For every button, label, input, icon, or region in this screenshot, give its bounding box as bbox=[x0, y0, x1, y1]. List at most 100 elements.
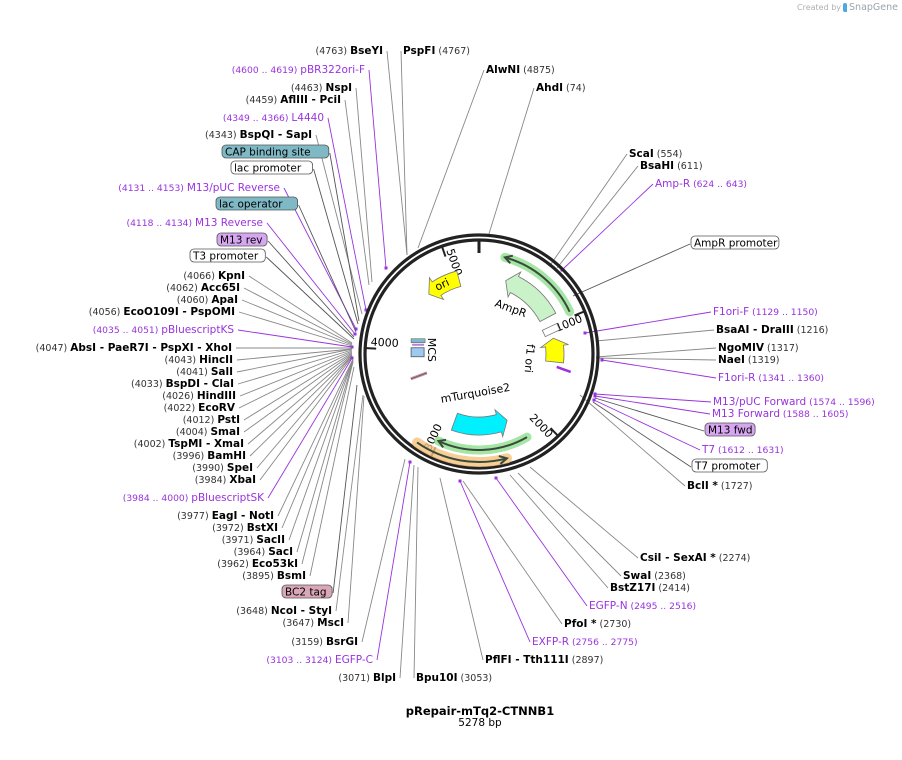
svg-text:BstZ17I (2414): BstZ17I (2414) bbox=[610, 582, 690, 594]
enzyme-site-bamhi[interactable]: (3996) BamHI bbox=[173, 450, 246, 462]
leader-line bbox=[413, 466, 419, 679]
primer-pbr322ori-f[interactable]: (4600 .. 4619) pBR322ori-F bbox=[232, 64, 365, 76]
enzyme-site-bspqi[interactable]: (4343) BspQI - SapI bbox=[205, 129, 312, 141]
enzyme-site-scai[interactable]: ScaI (554) bbox=[629, 148, 682, 160]
enzyme-site-bseyi[interactable]: (4763) BseYI bbox=[316, 45, 384, 57]
svg-text:(4026) HindIII: (4026) HindIII bbox=[162, 390, 236, 402]
enzyme-site-naei[interactable]: NaeI (1319) bbox=[718, 354, 780, 366]
primer-pbluescriptsk[interactable]: (3984 .. 4000) pBluescriptSK bbox=[123, 492, 265, 504]
feature-ampr-orf[interactable] bbox=[500, 252, 575, 317]
enzyme-site-ecorv[interactable]: (4022) EcoRV bbox=[164, 402, 236, 414]
feature-mturquoise2[interactable]: mTurquoise2 bbox=[440, 381, 512, 439]
leader-line bbox=[237, 349, 353, 385]
feature-ctnnb1-orf[interactable] bbox=[412, 437, 512, 467]
primer-exfp-r[interactable]: EXFP-R (2756 .. 2775) bbox=[532, 636, 638, 648]
enzyme-site-swai[interactable]: SwaI (2368) bbox=[623, 570, 686, 582]
feature-tag-m13-rev[interactable]: M13 rev bbox=[216, 232, 268, 247]
feature-tag-m13-fwd[interactable]: M13 fwd bbox=[704, 422, 756, 437]
feature-tag-lac-promoter[interactable]: lac promoter bbox=[230, 160, 313, 175]
enzyme-site-ncoi[interactable]: (3648) NcoI - StyI bbox=[236, 605, 332, 617]
leader-line bbox=[386, 50, 408, 256]
feature-mtq2-orf[interactable] bbox=[433, 432, 532, 455]
enzyme-site-hincii[interactable]: (4043) HincII bbox=[164, 354, 233, 366]
leader-line bbox=[256, 355, 353, 469]
enzyme-site-bcli-[interactable]: BclI * (1727) bbox=[687, 480, 753, 492]
enzyme-site-smai[interactable]: (4004) SmaI bbox=[176, 426, 240, 438]
enzyme-site-eagi[interactable]: (3977) EagI - NotI bbox=[177, 510, 274, 522]
primer-t7[interactable]: T7 (1612 .. 1631) bbox=[701, 444, 784, 456]
svg-text:AhdI (74): AhdI (74) bbox=[536, 82, 586, 94]
enzyme-site-msci[interactable]: (3647) MscI bbox=[283, 617, 344, 629]
feature-mcs[interactable]: MCS bbox=[410, 338, 438, 381]
leader-line bbox=[439, 477, 484, 661]
primer-egfp-n[interactable]: EGFP-N (2495 .. 2516) bbox=[589, 600, 696, 612]
enzyme-site-eco53ki[interactable]: (3962) Eco53kI bbox=[217, 558, 298, 570]
leader-line bbox=[288, 359, 354, 541]
svg-text:(3964) SacI: (3964) SacI bbox=[234, 546, 293, 558]
enzyme-site-absi[interactable]: (4047) AbsI - PaeR7I - PspXI - XhoI bbox=[36, 342, 232, 354]
enzyme-site-bsaai[interactable]: BsaAI - DraIII (1216) bbox=[716, 324, 828, 336]
feature-tag-ampr-promoter[interactable]: AmpR promoter bbox=[690, 235, 780, 250]
primer-pbluescriptks[interactable]: (4035 .. 4051) pBluescriptKS bbox=[93, 324, 235, 336]
enzyme-site-bsrgi[interactable]: (3159) BsrGI bbox=[291, 636, 358, 648]
enzyme-site-pflfi[interactable]: PflFI - Tth111I (2897) bbox=[485, 654, 603, 666]
enzyme-site-pfoi-[interactable]: PfoI * (2730) bbox=[564, 618, 631, 630]
primer-m13-reverse[interactable]: (4118 .. 4134) M13 Reverse bbox=[126, 217, 263, 229]
svg-text:(4056) EcoO109I - PspOMI: (4056) EcoO109I - PspOMI bbox=[89, 306, 235, 318]
enzyme-site-alwni[interactable]: AlwNI (4875) bbox=[486, 64, 555, 76]
enzyme-site-afliii[interactable]: (4459) AflIII - PciI bbox=[246, 94, 341, 106]
feature-label: ori bbox=[433, 276, 451, 294]
feature-tag-t3-promoter[interactable]: T3 promoter bbox=[189, 248, 266, 263]
enzyme-site-bsahi[interactable]: BsaHI (611) bbox=[640, 160, 703, 172]
feature-tag-lac-operator[interactable]: lac operator bbox=[215, 196, 298, 211]
enzyme-site-csii[interactable]: CsiI - SexAI * (2274) bbox=[640, 552, 750, 564]
leader-line bbox=[267, 240, 355, 338]
enzyme-site-psti[interactable]: (4012) PstI bbox=[183, 414, 240, 426]
enzyme-site-spei[interactable]: (3990) SpeI bbox=[192, 462, 253, 474]
feature-ori[interactable]: ori bbox=[428, 270, 462, 301]
enzyme-site-sacii[interactable]: (3971) SacII bbox=[222, 534, 285, 546]
enzyme-site-blpi[interactable]: (3071) BlpI bbox=[338, 672, 396, 684]
primer-amp-r[interactable]: Amp-R (624 .. 643) bbox=[655, 178, 747, 190]
primer-m13-forward[interactable]: M13 Forward (1588 .. 1605) bbox=[712, 408, 849, 420]
map-labels: (4763) BseYI (4600 .. 4619) pBR322ori-F (4… bbox=[36, 45, 875, 684]
svg-text:(4060) ApaI: (4060) ApaI bbox=[177, 294, 238, 306]
enzyme-site-tspmi[interactable]: (4002) TspMI - XmaI bbox=[134, 438, 244, 450]
enzyme-site-apai[interactable]: (4060) ApaI bbox=[177, 294, 238, 306]
enzyme-site-ngomiv[interactable]: NgoMIV (1317) bbox=[718, 342, 799, 354]
enzyme-site-xbai[interactable]: (3984) XbaI bbox=[195, 474, 256, 486]
svg-text:(3962) Eco53kI: (3962) Eco53kI bbox=[217, 558, 298, 570]
plasmid-length: 5278 bp bbox=[458, 717, 502, 729]
enzyme-site-nspi[interactable]: (4463) NspI bbox=[291, 82, 352, 94]
svg-text:(4035 .. 4051) pBluescriptKS: (4035 .. 4051) pBluescriptKS bbox=[93, 324, 235, 336]
enzyme-site-pspfi[interactable]: PspFI (4767) bbox=[403, 45, 470, 57]
enzyme-site-ecoo109i[interactable]: (4056) EcoO109I - PspOMI bbox=[89, 306, 235, 318]
enzyme-site-sali[interactable]: (4041) SalI bbox=[176, 366, 233, 378]
enzyme-site-bpu10i[interactable]: Bpu10I (3053) bbox=[416, 672, 492, 684]
primer-f1ori-f[interactable]: F1ori-F (1129 .. 1150) bbox=[713, 306, 818, 318]
primer-f1ori-r[interactable]: F1ori-R (1341 .. 1360) bbox=[718, 372, 824, 384]
enzyme-site-bstz17i[interactable]: BstZ17I (2414) bbox=[610, 582, 690, 594]
feature-tag-bc2-tag[interactable]: BC2 tag bbox=[281, 584, 333, 599]
enzyme-site-kpni[interactable]: (4066) KpnI bbox=[183, 270, 245, 282]
plasmid-name: pRepair-mTq2-CTNNB1 bbox=[405, 704, 555, 718]
primer-m13-puc-forward[interactable]: M13/pUC Forward (1574 .. 1596) bbox=[713, 396, 875, 408]
leader-line bbox=[332, 384, 358, 594]
svg-text:M13 rev: M13 rev bbox=[220, 235, 263, 247]
feature-tag-t7-promoter[interactable]: T7 promoter bbox=[691, 458, 768, 473]
enzyme-site-bstxi[interactable]: (3972) BstXI bbox=[212, 522, 278, 534]
svg-text:F1ori-R (1341 .. 1360): F1ori-R (1341 .. 1360) bbox=[718, 372, 824, 384]
enzyme-site-ahdi[interactable]: AhdI (74) bbox=[536, 82, 586, 94]
primer-l4440[interactable]: (4349 .. 4366) L4440 bbox=[223, 112, 324, 124]
primer-egfp-c[interactable]: (3103 .. 3124) EGFP-C bbox=[266, 654, 373, 666]
feature-label: f1 ori bbox=[522, 344, 537, 374]
primer-m13-puc-reverse[interactable]: (4131 .. 4153) M13/pUC Reverse bbox=[118, 182, 280, 194]
enzyme-site-saci[interactable]: (3964) SacI bbox=[234, 546, 293, 558]
enzyme-site-acc65i[interactable]: (4062) Acc65I bbox=[166, 282, 240, 294]
enzyme-site-bsmi[interactable]: (3895) BsmI bbox=[242, 570, 306, 582]
feature-tag-cap-binding-site[interactable]: CAP binding site bbox=[221, 144, 330, 159]
feature-f1-ori[interactable]: f1 ori bbox=[522, 337, 569, 374]
enzyme-site-bspdi[interactable]: (4033) BspDI - ClaI bbox=[131, 378, 234, 390]
enzyme-site-hindiii[interactable]: (4026) HindIII bbox=[162, 390, 236, 402]
